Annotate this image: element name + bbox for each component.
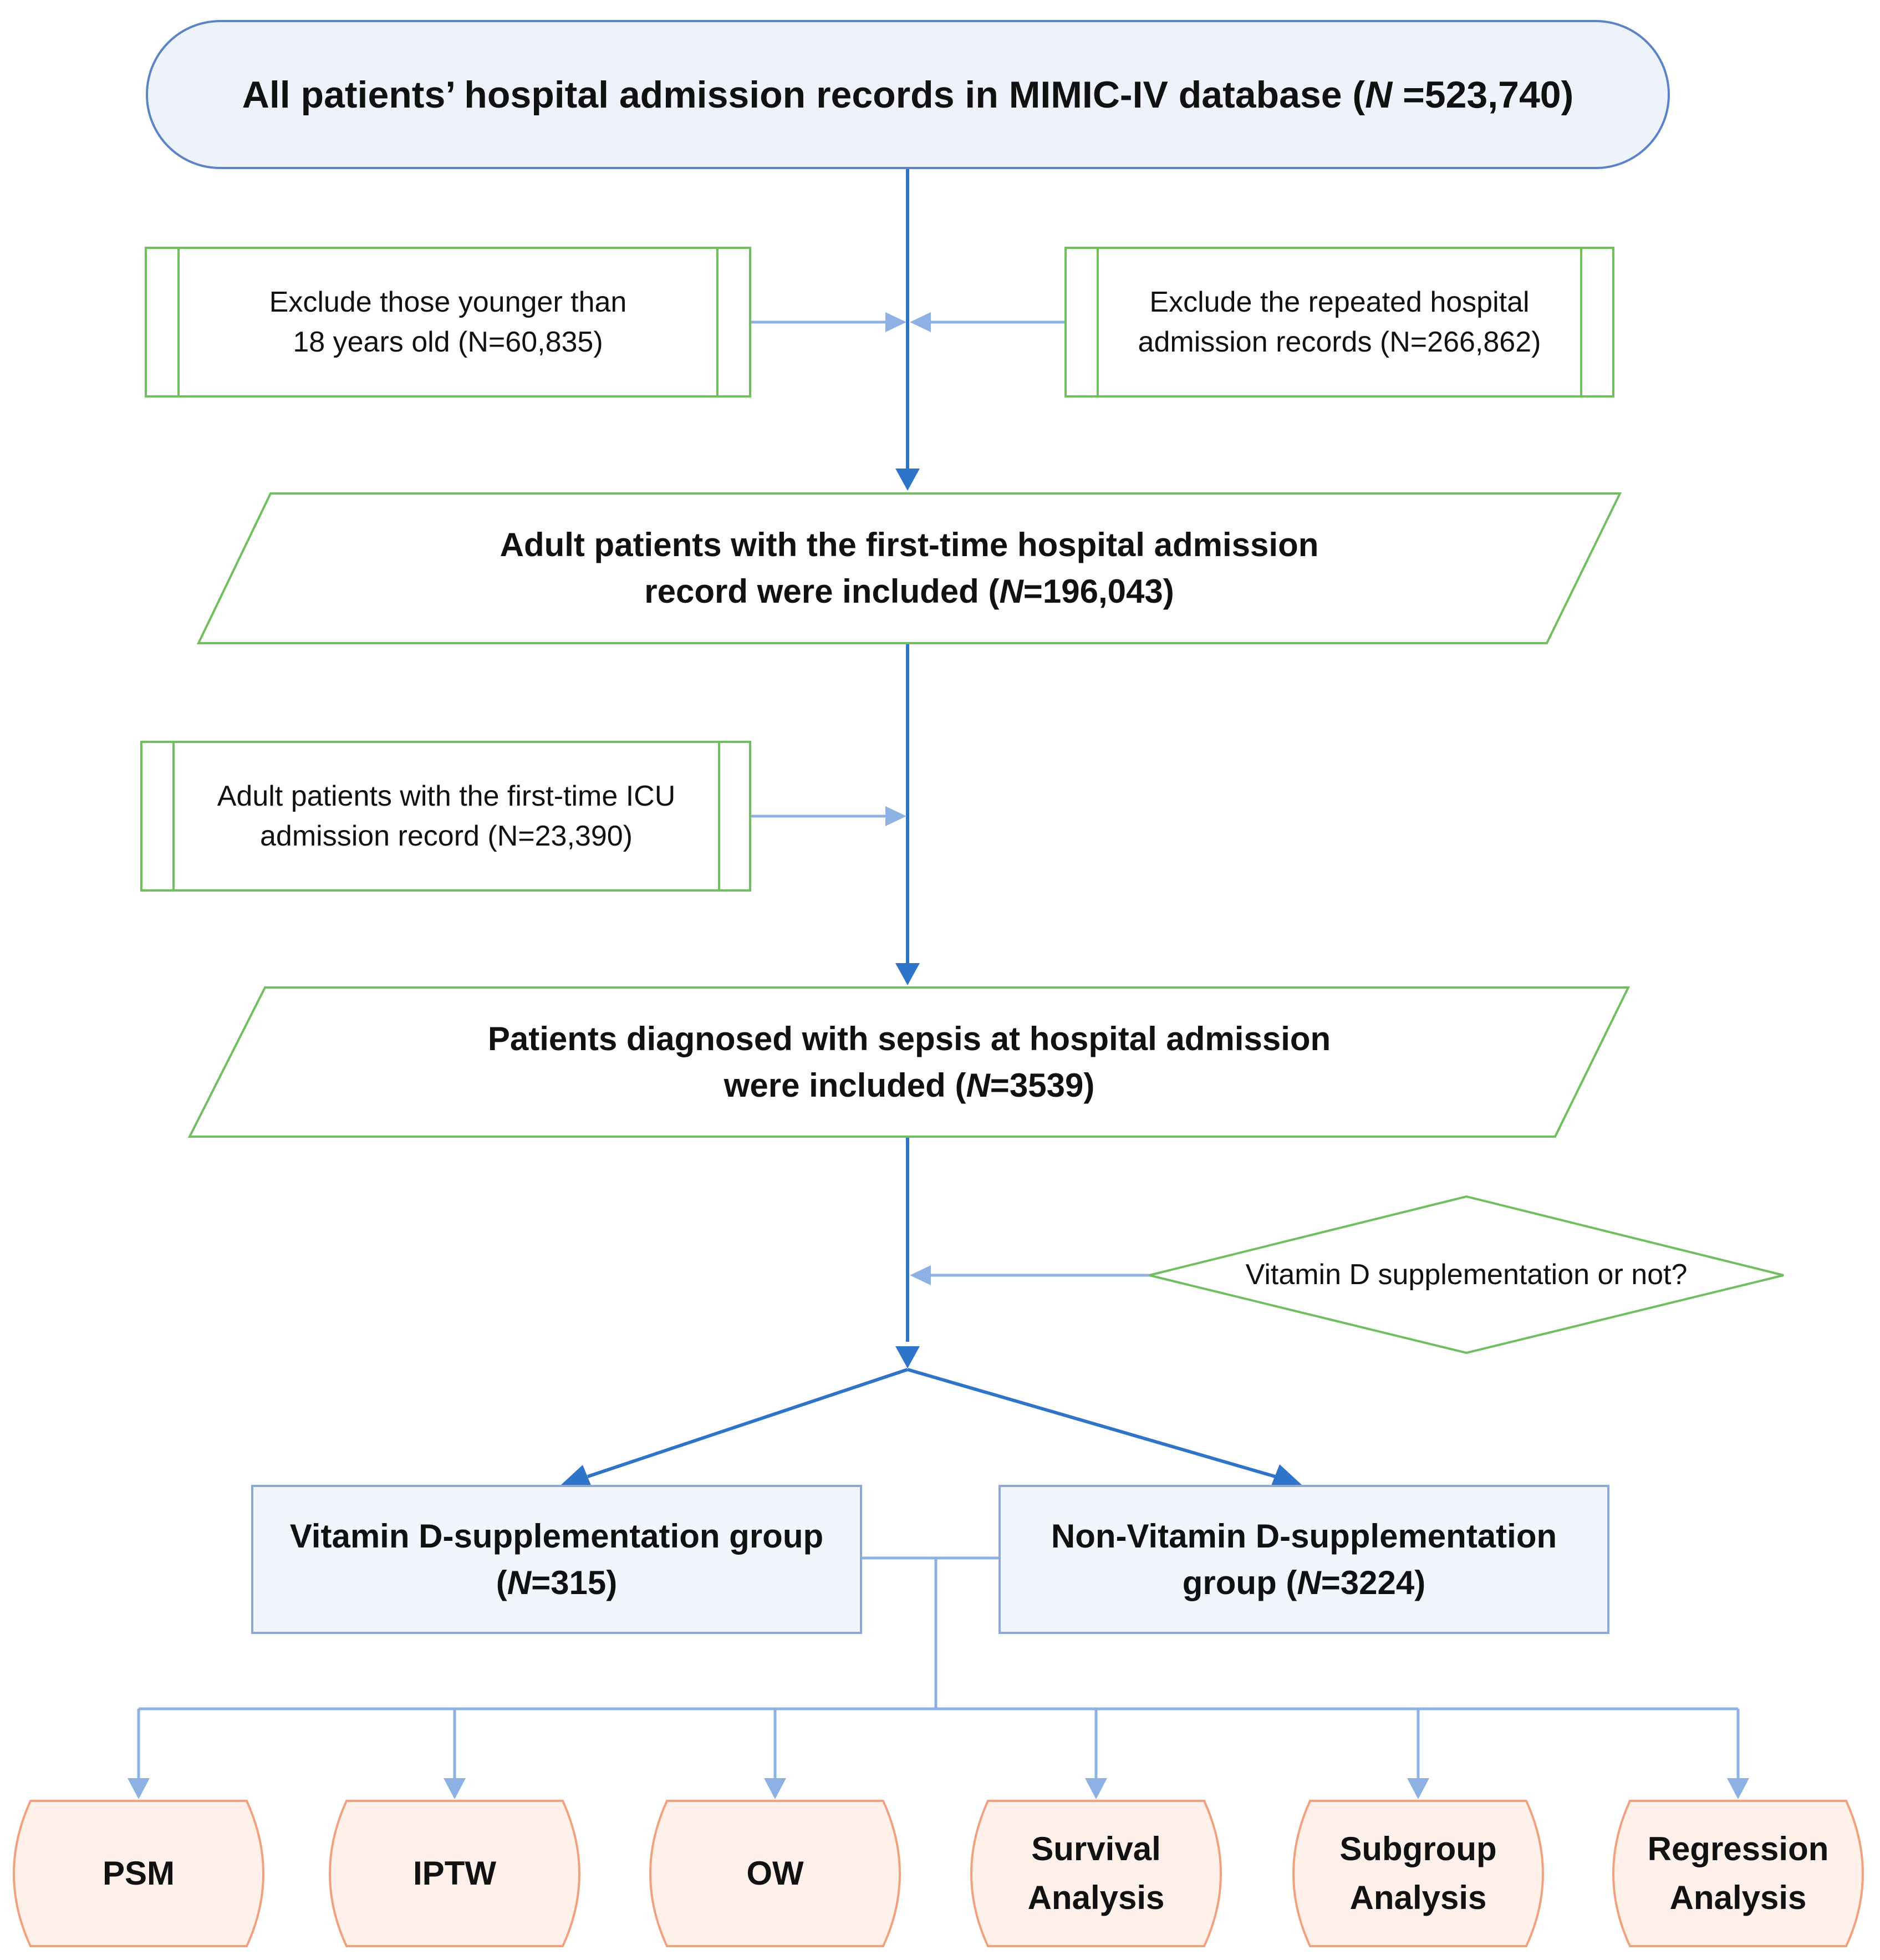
arrowhead-subgroup — [1407, 1778, 1429, 1799]
arrowhead-regression — [1727, 1778, 1749, 1799]
arrowhead-decision — [910, 1265, 931, 1285]
analysis-branch-lines — [137, 1556, 1740, 1780]
box-non-vitd-group — [998, 1485, 1609, 1634]
arrowhead-survival — [1085, 1778, 1107, 1799]
non-vitd-group-label: Non-Vitamin D-supplementation group (N=3… — [1051, 1517, 1557, 1601]
outcome-shape-regression — [1612, 1800, 1864, 1947]
data-sepsis — [187, 986, 1631, 1138]
adult-first-admission-label: Adult patients with the first-time hospi… — [500, 526, 1319, 610]
exclude-young-label: Exclude those younger than 18 years old … — [269, 286, 627, 358]
outcome-ow: OW — [746, 1855, 804, 1892]
outcome-shape-iptw — [329, 1800, 580, 1947]
arrowhead-exclude-young — [885, 312, 906, 332]
side-arrow-lines — [751, 320, 1149, 1277]
decision-diamond — [1149, 1195, 1784, 1355]
adult-first-icu-label: Adult patients with the first-time ICU a… — [217, 780, 676, 852]
arrowhead-ow — [764, 1778, 786, 1799]
outcome-psm: PSM — [102, 1855, 175, 1892]
main-flow-lines — [587, 169, 1276, 1478]
decision-label: Vitamin D supplementation or not? — [1245, 1259, 1688, 1291]
main-flow-arrowheads — [561, 469, 1302, 1489]
process-adult-first-icu — [140, 741, 751, 892]
arrowhead-to-adult — [895, 469, 920, 491]
connector-split-to-non-vitd — [907, 1368, 1276, 1478]
analysis-arrowheads — [128, 1778, 1749, 1799]
outcome-shape-psm — [13, 1800, 264, 1947]
process-exclude-repeated — [1064, 247, 1614, 398]
outcome-shape-survival — [970, 1800, 1222, 1947]
data-adult-first-admission — [196, 492, 1622, 644]
outcome-survival-analysis: Survival Analysis — [1027, 1830, 1165, 1916]
vitd-group-label: Vitamin D-supplementation group (N=315) — [289, 1517, 824, 1601]
terminator-all-records — [146, 20, 1670, 169]
arrowhead-to-sepsis — [895, 963, 920, 985]
all-records-label: All patients’ hospital admission records… — [242, 73, 1574, 116]
outcome-subgroup-analysis: Subgroup Analysis — [1339, 1830, 1497, 1916]
exclude-repeated-label: Exclude the repeated hospital admission … — [1138, 286, 1541, 358]
arrowhead-to-non-vitd — [1270, 1464, 1302, 1488]
arrowhead-to-vitd — [561, 1465, 593, 1489]
sepsis-label: Patients diagnosed with sepsis at hospit… — [487, 1020, 1331, 1104]
outcome-regression-analysis: Regression Analysis — [1647, 1830, 1829, 1916]
arrowhead-first-icu — [885, 806, 906, 826]
side-arrowheads — [885, 312, 931, 1285]
outcome-shape-ow — [649, 1800, 901, 1947]
arrowhead-exclude-repeated — [910, 312, 931, 332]
arrowhead-iptw — [444, 1778, 466, 1799]
outcome-shapes — [13, 1800, 1864, 1947]
outcome-iptw: IPTW — [413, 1855, 496, 1892]
arrowhead-psm — [128, 1778, 150, 1799]
connector-split-to-vitd — [587, 1368, 908, 1478]
box-vitd-group — [251, 1485, 862, 1634]
arrowhead-to-split — [895, 1346, 920, 1368]
outcome-shape-subgroup — [1292, 1800, 1544, 1947]
process-exclude-young — [145, 247, 751, 398]
